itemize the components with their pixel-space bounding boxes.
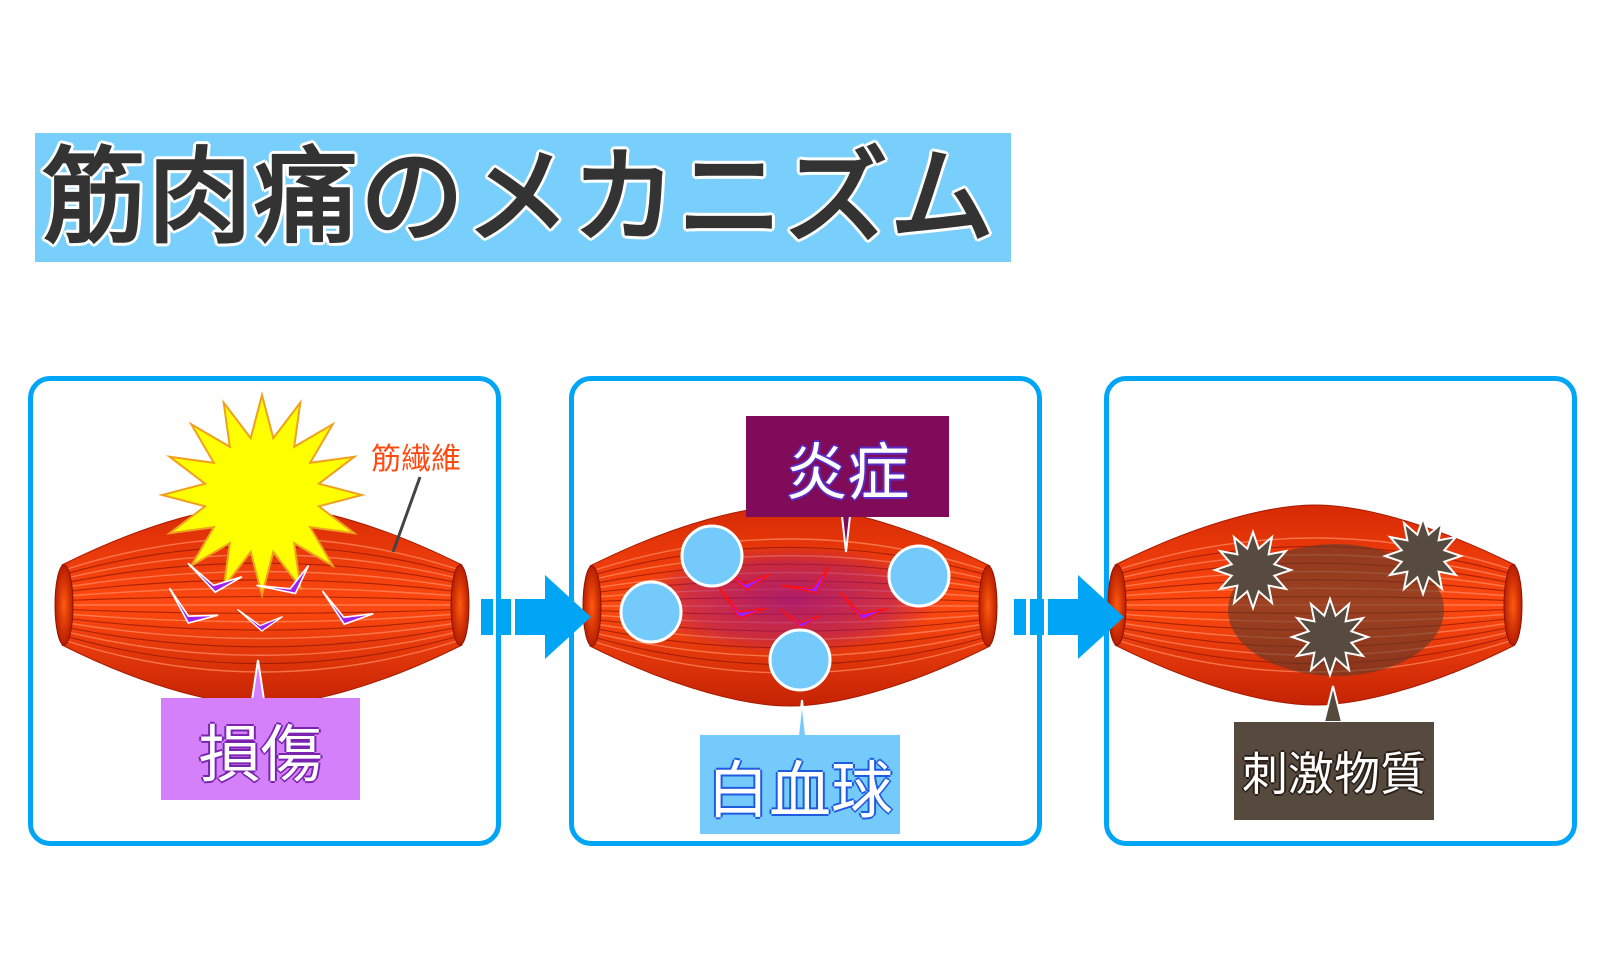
damage-label: 損傷 (161, 698, 360, 800)
white-blood-cell-label: 白血球 (700, 735, 900, 834)
irritant-substance-label: 刺激物質 (1234, 722, 1434, 820)
title-banner (35, 133, 1011, 262)
inflammation-label: 炎症 (746, 416, 949, 517)
muscle-fiber-label: 筋繊維 (371, 442, 461, 477)
page-title: 筋肉痛のメカニズム (42, 136, 997, 258)
